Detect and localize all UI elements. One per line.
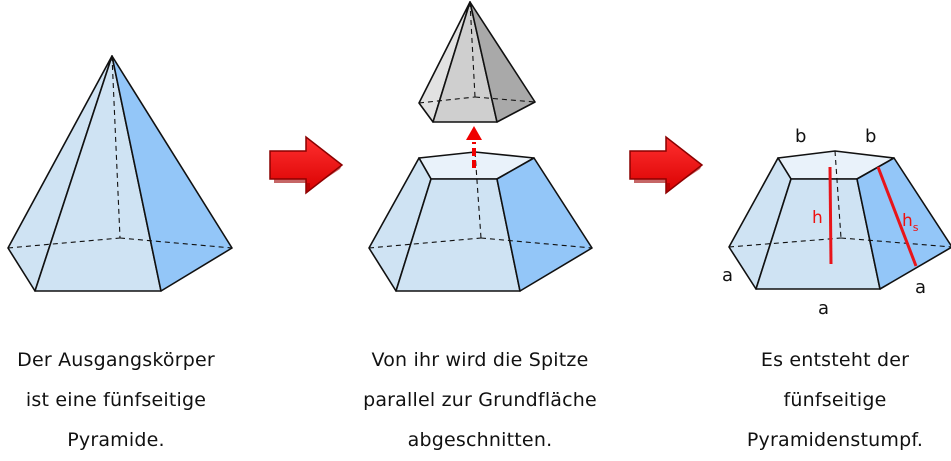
tip-face-right: [469, 1, 536, 123]
lift-arrow: [466, 126, 482, 168]
caption-step1: Der Ausgangskörper ist eine fünfseitige …: [0, 340, 232, 460]
caption-step2-line3: abgeschnitten.: [407, 429, 553, 451]
height-label: h: [812, 208, 823, 228]
label-a-right: a: [915, 277, 926, 298]
pyramid-hidden-edges: [7, 55, 233, 249]
caption-step3: Es entsteht der fünfseitige Pyramidenstu…: [730, 340, 940, 460]
label-a-bottom: a: [818, 298, 829, 319]
arrow-right-icon: [629, 135, 704, 195]
height-line: [828, 166, 833, 265]
label-b-left: b: [795, 126, 806, 147]
label-a-left: a: [722, 265, 733, 286]
pyramid-face-right: [111, 55, 233, 292]
pyramid: [7, 55, 233, 292]
frustum: [728, 150, 951, 290]
caption-step3-line3: Pyramidenstumpf.: [746, 429, 924, 451]
caption-step1-line1: Der Ausgangskörper: [17, 349, 215, 371]
slant-height-label: hs: [902, 211, 919, 234]
arrow-right-icon: [269, 135, 344, 195]
frustum-middle: [368, 151, 593, 292]
frustum-face-right: [856, 157, 951, 290]
caption-step2: Von ihr wird die Spitze parallel zur Gru…: [350, 340, 610, 460]
caption-step3-line2: fünfseitige: [783, 389, 887, 411]
caption-step3-line1: Es entsteht der: [760, 349, 910, 371]
slant-height-line: [876, 166, 918, 267]
caption-step2-line2: parallel zur Grundfläche: [363, 389, 597, 411]
label-b-right: b: [865, 126, 876, 147]
caption-step2-line1: Von ihr wird die Spitze: [371, 349, 589, 371]
caption-step1-line2: ist eine fünfseitige: [25, 389, 207, 411]
slant-height-subscript: s: [913, 221, 919, 234]
caption-step1-line3: Pyramide.: [67, 429, 165, 451]
cut-off-tip: [418, 1, 536, 123]
